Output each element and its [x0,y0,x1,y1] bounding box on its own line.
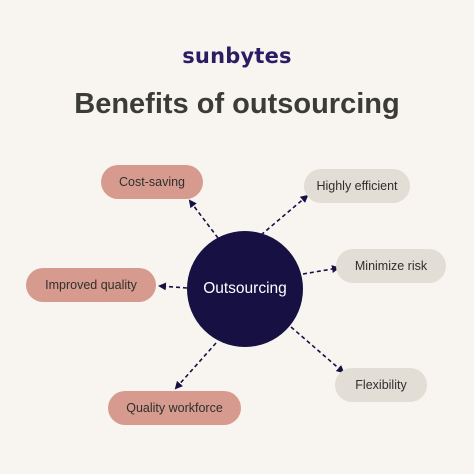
node-label: Highly efficient [316,179,398,193]
node-flexibility: Flexibility [335,368,427,402]
connector-minimize-risk [302,265,340,275]
node-cost-saving: Cost-saving [101,165,203,199]
node-highly-efficient: Highly efficient [304,169,410,203]
center-node-label: Outsourcing [203,280,287,297]
node-quality-workforce: Quality workforce [108,391,241,425]
node-label: Quality workforce [126,401,223,415]
connector-improved-quality [158,282,188,291]
brand-logo: sunbytes [182,44,292,68]
connector-cost-saving [188,199,219,239]
page-title: Benefits of outsourcing [74,88,400,120]
node-label: Cost-saving [119,175,185,189]
connector-flexibility [290,326,345,374]
connector-quality-workforce [174,342,217,390]
center-node-outsourcing: Outsourcing [187,231,303,347]
node-improved-quality: Improved quality [26,268,156,302]
node-label: Flexibility [355,378,407,392]
node-label: Minimize risk [354,259,428,273]
connector-highly-efficient [260,194,309,236]
node-label: Improved quality [45,278,137,292]
node-minimize-risk: Minimize risk [336,249,446,283]
